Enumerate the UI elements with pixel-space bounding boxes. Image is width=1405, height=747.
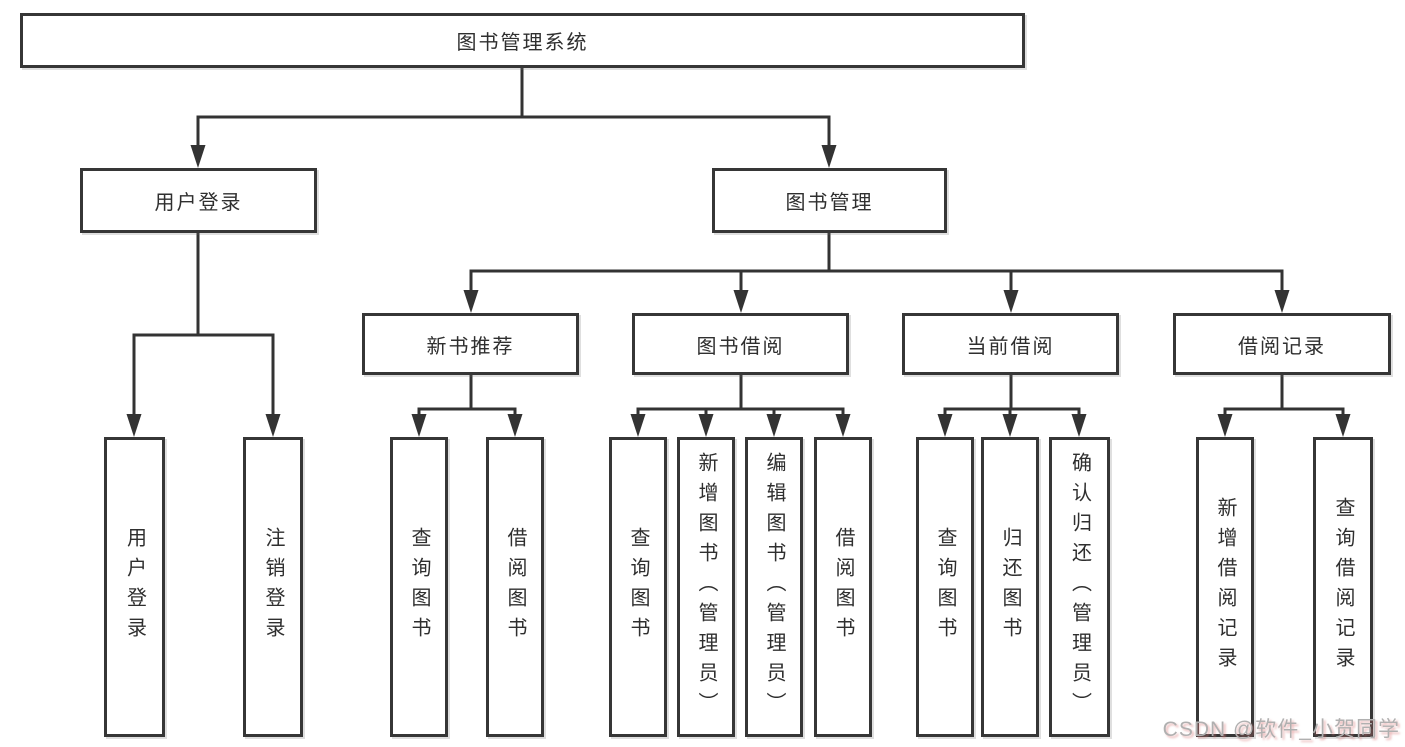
node-current-borrowing-label: 当前借阅 xyxy=(966,335,1055,358)
leaf-borrow-books-recommendation-label: 借阅图书 xyxy=(504,527,526,647)
leaf-borrow-books-recommendation: 借阅图书 xyxy=(486,437,544,737)
node-new-book-recommendation-label: 新书推荐 xyxy=(426,335,515,358)
leaf-add-borrow-record: 新增借阅记录 xyxy=(1196,437,1254,737)
leaf-confirm-return-admin: 确认归还（管理员） xyxy=(1049,437,1110,737)
leaf-search-borrow-record-label: 查询借阅记录 xyxy=(1332,497,1354,677)
leaf-search-books-recommendation: 查询图书 xyxy=(390,437,448,737)
csdn-watermark: CSDN @软件_小贺同学 xyxy=(1162,718,1400,741)
node-book-borrowing-label: 图书借阅 xyxy=(696,335,785,358)
leaf-logout: 注销登录 xyxy=(243,437,303,737)
leaf-add-books-admin: 新增图书（管理员） xyxy=(677,437,735,737)
node-book-management: 图书管理 xyxy=(712,168,947,233)
leaf-search-books-recommendation-label: 查询图书 xyxy=(408,527,430,647)
leaf-borrow-books-borrowing: 借阅图书 xyxy=(814,437,872,737)
node-borrowing-records: 借阅记录 xyxy=(1173,313,1391,375)
node-user-login-label: 用户登录 xyxy=(154,192,243,214)
leaf-search-books-current-label: 查询图书 xyxy=(934,527,956,647)
arrowheads xyxy=(126,145,1351,437)
node-new-book-recommendation: 新书推荐 xyxy=(362,313,579,375)
node-book-borrowing: 图书借阅 xyxy=(632,313,849,375)
leaf-confirm-return-admin-label: 确认归还（管理员） xyxy=(1068,452,1091,722)
node-borrowing-records-label: 借阅记录 xyxy=(1238,335,1326,358)
leaf-edit-books-admin-label: 编辑图书（管理员） xyxy=(763,452,785,722)
leaf-return-books-label: 归还图书 xyxy=(999,527,1021,647)
node-library-management-system-label: 图书管理系统 xyxy=(456,32,589,54)
leaf-edit-books-admin: 编辑图书（管理员） xyxy=(745,437,803,737)
leaf-search-books-borrowing: 查询图书 xyxy=(609,437,667,737)
node-current-borrowing: 当前借阅 xyxy=(902,313,1119,375)
leaf-add-books-admin-label: 新增图书（管理员） xyxy=(695,452,717,722)
leaf-borrow-books-borrowing-label: 借阅图书 xyxy=(832,527,854,647)
leaf-search-books-current: 查询图书 xyxy=(916,437,974,737)
leaf-search-books-borrowing-label: 查询图书 xyxy=(627,527,649,647)
leaf-add-borrow-record-label: 新增借阅记录 xyxy=(1214,497,1236,677)
leaf-search-borrow-record: 查询借阅记录 xyxy=(1313,437,1373,737)
leaf-return-books: 归还图书 xyxy=(981,437,1039,737)
leaf-user-login-label: 用户登录 xyxy=(123,527,146,647)
node-user-login: 用户登录 xyxy=(80,168,317,233)
leaf-user-login: 用户登录 xyxy=(104,437,165,737)
leaf-logout-label: 注销登录 xyxy=(262,527,284,647)
node-book-management-label: 图书管理 xyxy=(785,192,874,214)
node-library-management-system: 图书管理系统 xyxy=(20,13,1025,68)
